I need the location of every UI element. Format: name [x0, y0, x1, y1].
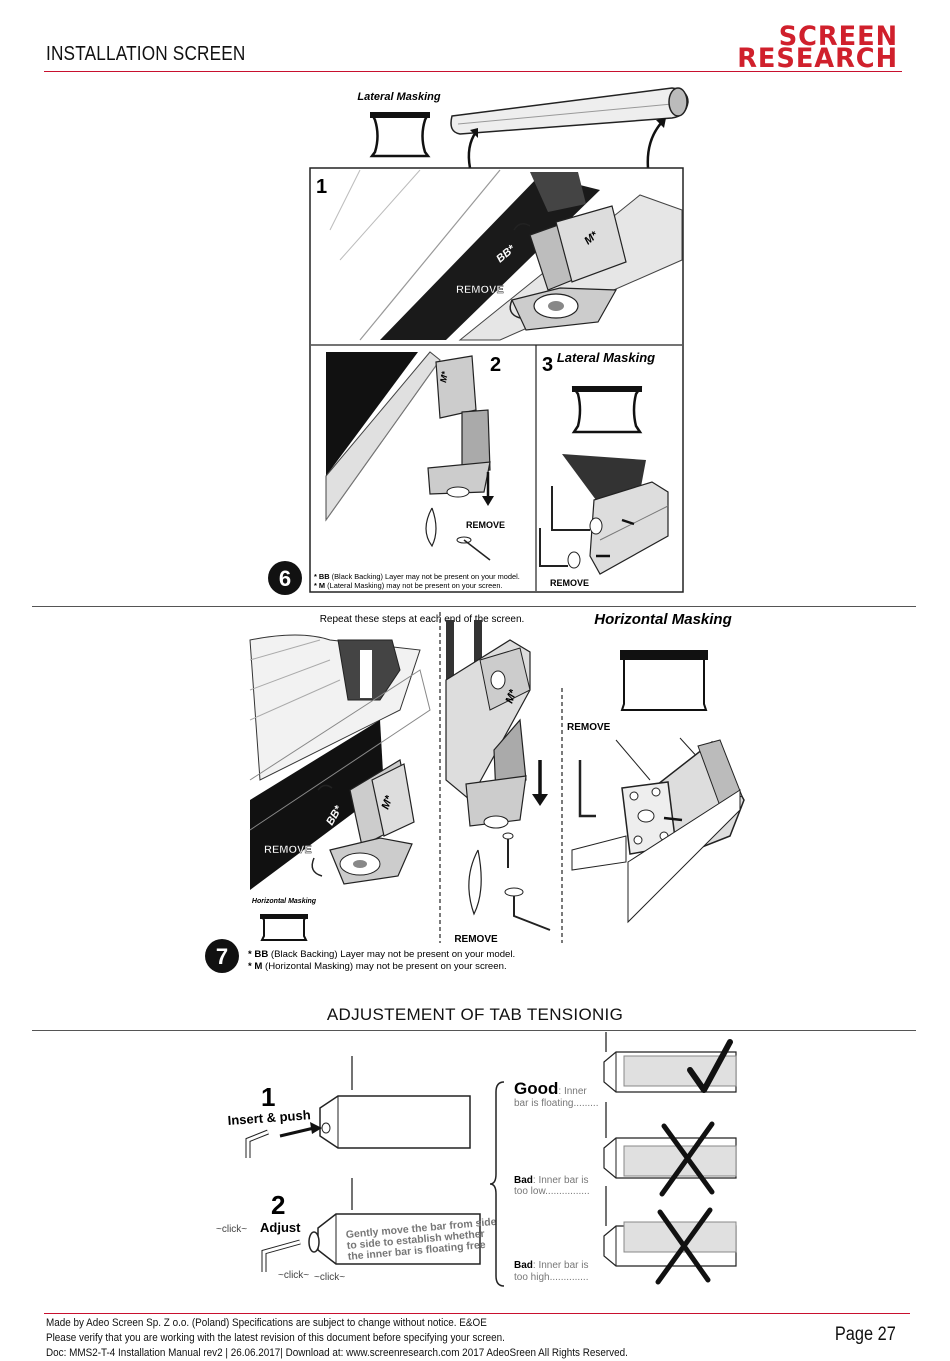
lateral-masking-top-label: Lateral Masking	[357, 91, 440, 103]
page-header-title: INSTALLATION SCREEN	[46, 43, 246, 65]
header-rule	[44, 71, 902, 72]
step7-note-bb: * BB (Black Backing) Layer may not be pr…	[248, 949, 515, 960]
tension-step-2: 2 Adjust ~click~ ~click~ ~click~ Gently …	[216, 1178, 497, 1283]
step6-panel-1: 1 BB* M* REMOVE	[316, 169, 683, 341]
tension-step-1: 1 Insert & push	[227, 1056, 471, 1158]
comparison-bracket	[489, 1081, 505, 1287]
tension-click-label-2: ~click~	[278, 1270, 309, 1281]
step7-note-m: * M (Horizontal Masking) may not be pres…	[248, 961, 507, 972]
step7-m-mid-label: M*	[504, 688, 520, 705]
screen-housing	[450, 87, 689, 169]
step7-remove-bottom-label: REMOVE	[454, 934, 498, 945]
cross-icon-1	[659, 1121, 715, 1197]
section-divider-2	[32, 1030, 916, 1031]
bad-low-line-2: too low................	[514, 1186, 590, 1197]
footer-text: Made by Adeo Screen Sp. Z o.o. (Poland) …	[46, 1316, 628, 1361]
step7-masking-title: Horizontal Masking	[594, 611, 732, 628]
step6-badge-number: 6	[279, 566, 291, 591]
panel1-remove-label: REMOVE	[456, 284, 504, 296]
tension-click-label-1: ~click~	[216, 1224, 247, 1235]
lateral-masking-top-icon: Lateral Masking	[357, 91, 441, 158]
step7-remove-left-label: REMOVE	[264, 844, 312, 856]
step7-illustration: Repeat these steps at each end of the sc…	[205, 611, 745, 973]
logo-line-1: SCREEN	[778, 21, 898, 52]
step6-illustration: Lateral Masking 1 BB* M* REMOVE	[268, 87, 689, 595]
logo-line-2: RESEARCH	[737, 43, 898, 74]
good-title: Good: Inner	[514, 1079, 587, 1098]
step7-badge	[205, 939, 239, 973]
step7-repeat-text: Repeat these steps at each end of the sc…	[320, 614, 525, 625]
footer-line-3: Doc: MMS2-T-4 Installation Manual rev2 |…	[46, 1347, 628, 1359]
footer-rule	[44, 1313, 910, 1314]
panel2-number: 2	[490, 354, 501, 376]
tension-step2-label: Adjust	[260, 1220, 301, 1235]
bad-high-title: Bad: Inner bar is	[514, 1260, 589, 1271]
tension-click-label-3: ~click~	[314, 1272, 345, 1283]
step7-middle-panel: M*	[445, 620, 551, 931]
step6-panel-2: 2 M* REMOVE	[325, 351, 505, 561]
tab-tension-section-title: ADJUSTEMENT OF TAB TENSIONIG	[326, 1005, 624, 1024]
panel3-number: 3	[542, 354, 553, 376]
bad-high-line-2: too high..............	[514, 1272, 589, 1283]
good-line-2: bar is floating.........	[514, 1098, 599, 1109]
step6-note-bb: * BB (Black Backing) Layer may not be pr…	[314, 572, 520, 581]
panel2-m-label: M*	[438, 370, 450, 383]
check-icon	[687, 1039, 733, 1093]
tension-bad-high: Bad: Inner bar is too high..............	[514, 1186, 737, 1285]
step6-panel-3: 3 Lateral Masking REMOVE	[539, 350, 669, 588]
tension-gently-text: Gently move the bar from side to side to…	[345, 1216, 497, 1263]
cross-icon-2	[655, 1207, 713, 1285]
section-divider-1	[32, 606, 916, 607]
panel3-remove-label: REMOVE	[550, 578, 589, 588]
step7-m-left-label: M*	[380, 794, 396, 811]
tension-illustration: 1 Insert & push 2 Adjust ~click~ ~click~…	[216, 1032, 737, 1287]
tension-bad-low: Bad: Inner bar is too low...............…	[514, 1102, 737, 1197]
footer-line-2: Please verify that you are working with …	[46, 1332, 505, 1344]
bad-low-title: Bad: Inner bar is	[514, 1175, 589, 1186]
panel3-title: Lateral Masking	[557, 350, 655, 365]
panel2-remove-label: REMOVE	[466, 520, 505, 530]
panel1-number: 1	[316, 176, 327, 198]
page-number: Page 27	[835, 1324, 896, 1345]
screen-research-logo: SCREEN RESEARCH	[686, 21, 898, 74]
step6-note-m: * M (Lateral Masking) may not be present…	[314, 581, 503, 590]
step7-right-panel: Horizontal Masking REMOVE	[567, 611, 745, 924]
tension-step2-number: 2	[271, 1190, 285, 1220]
tension-step1-label: Insert & push	[227, 1107, 311, 1128]
step7-left-panel: BB* M* REMOVE Horizontal Masking	[249, 634, 431, 941]
step7-remove-right-label: REMOVE	[567, 722, 611, 733]
step6-badge	[268, 561, 302, 595]
step7-small-masking-label: Horizontal Masking	[252, 898, 317, 905]
footer-line-1: Made by Adeo Screen Sp. Z o.o. (Poland) …	[46, 1317, 487, 1329]
step7-badge-number: 7	[216, 944, 228, 969]
tension-step1-number: 1	[261, 1082, 275, 1112]
tension-good: Good: Inner bar is floating.........	[514, 1032, 737, 1109]
